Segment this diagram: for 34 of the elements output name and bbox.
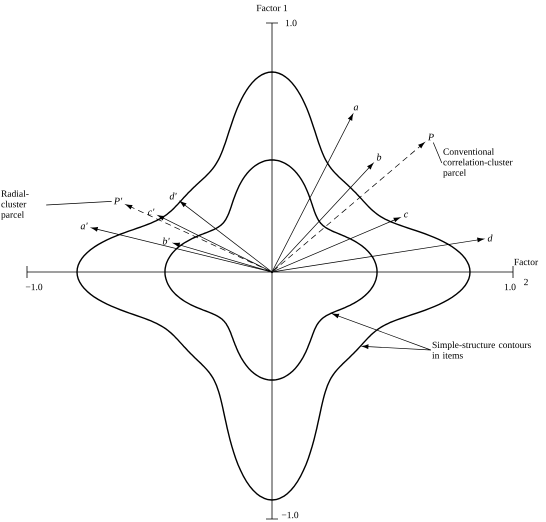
- vector-label: P: [428, 134, 434, 140]
- leader-line: [332, 314, 432, 350]
- vector-label: b: [376, 153, 382, 161]
- axis-label: Factor 1: [256, 4, 288, 12]
- vector-label: a': [80, 222, 88, 230]
- vector-arrow: [272, 162, 374, 272]
- vector-label: a: [354, 106, 358, 110]
- vector-arrow: [272, 217, 400, 272]
- origin-point: [270, 270, 274, 274]
- vector-label: b': [162, 237, 170, 245]
- vector-arrow: [173, 242, 271, 272]
- tick-label: 1.0: [286, 20, 297, 26]
- axis-label: Factor: [514, 258, 538, 266]
- vector-label: d: [488, 234, 493, 242]
- callout-text: Conventional correlation-cluster parcel: [443, 148, 513, 178]
- vector-arrow: [272, 142, 425, 272]
- leader-line: [46, 201, 112, 206]
- leader-line: [362, 344, 432, 350]
- vector-arrow: [180, 201, 272, 272]
- vector-arrow: [91, 227, 271, 272]
- vector-label: c: [404, 212, 408, 218]
- leader-line: [432, 142, 442, 164]
- tick-label: −1.0: [26, 284, 42, 290]
- callout-text: Radial-cluster parcel: [1, 190, 29, 220]
- axis-label: 2: [524, 278, 528, 286]
- vector-label: c': [148, 208, 154, 216]
- vector-arrow: [273, 238, 484, 272]
- vector-label: P': [114, 198, 122, 204]
- tick-label: −1.0: [282, 512, 298, 518]
- callout-text: Simple-structure contours in items: [432, 341, 531, 359]
- vector-arrow: [272, 114, 354, 272]
- vector-arrow: [158, 215, 272, 272]
- vector-label: d': [170, 192, 177, 200]
- tick-label: 1.0: [504, 284, 516, 290]
